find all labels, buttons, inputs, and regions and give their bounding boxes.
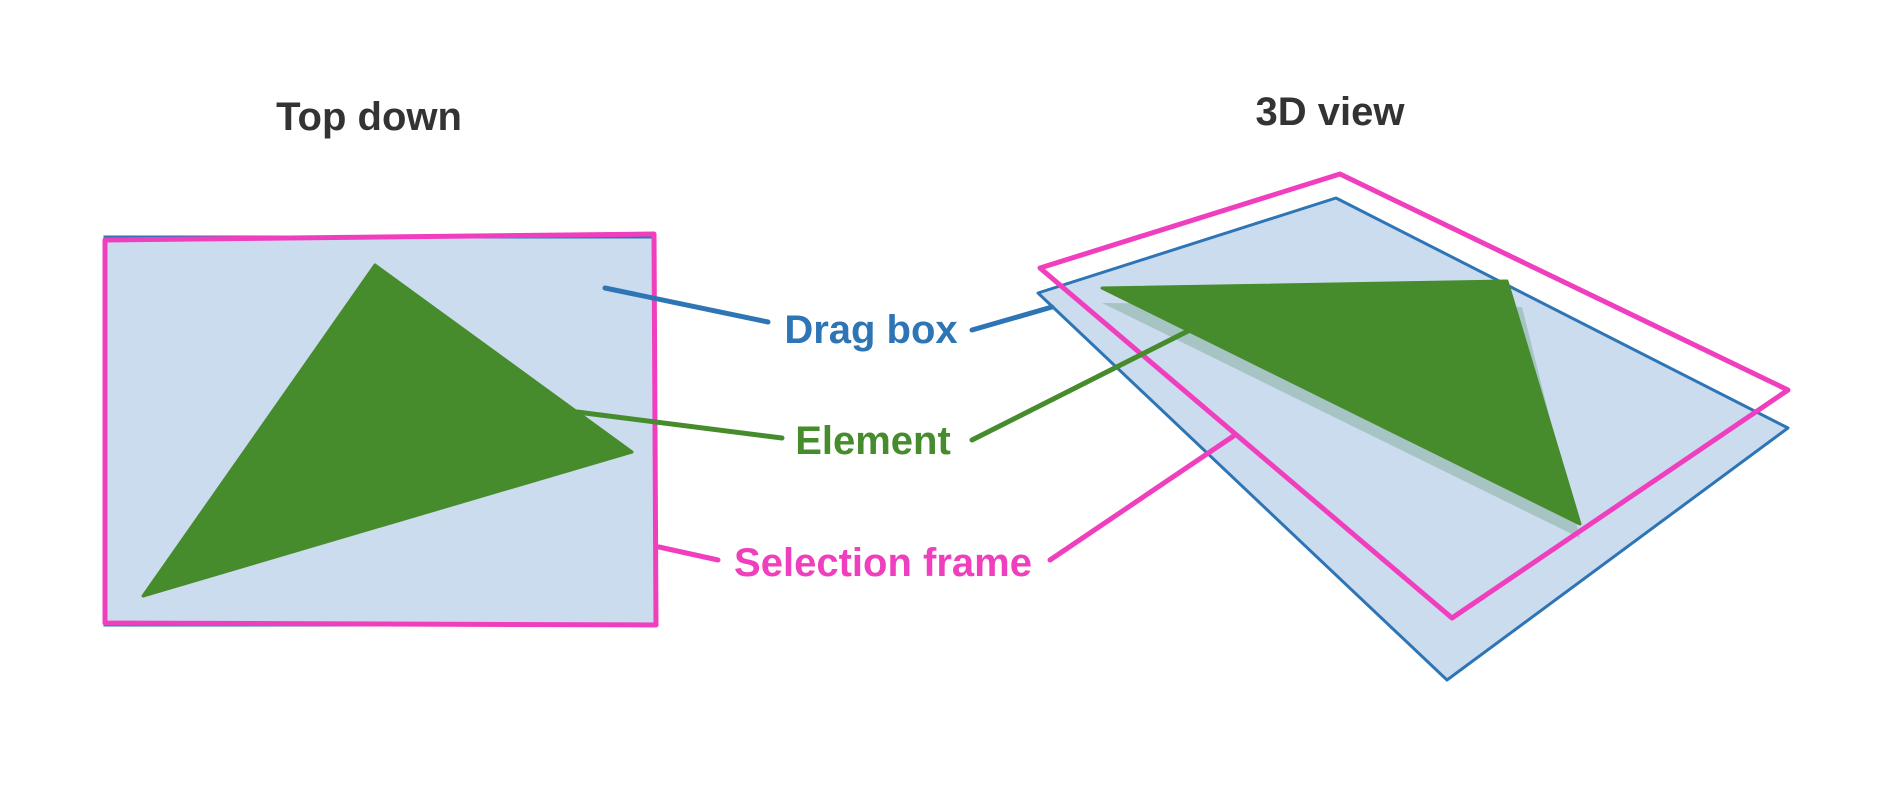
selection-frame-leader-right <box>1047 432 1238 563</box>
element-label: Element <box>795 419 951 463</box>
element-leader-right <box>969 327 1193 443</box>
leader-lines <box>574 285 1238 563</box>
heading-3d-view: 3D view <box>1256 90 1406 134</box>
selection-frame-label: Selection frame <box>734 541 1032 585</box>
three-d-element <box>1100 279 1582 526</box>
drag-box-leader-left <box>602 285 771 325</box>
top-down-selection-frame <box>102 231 659 628</box>
top-down-view <box>102 231 659 628</box>
element-leader-left <box>574 409 785 441</box>
three-d-view <box>1036 171 1791 682</box>
drag-box-label: Drag box <box>784 308 957 352</box>
heading-top-down: Top down <box>276 95 462 139</box>
selection-frame-leader-left <box>656 544 721 563</box>
drag-box-leader-right <box>969 304 1055 333</box>
top-down-element <box>141 263 634 598</box>
three-d-selection-frame <box>1037 171 1791 621</box>
